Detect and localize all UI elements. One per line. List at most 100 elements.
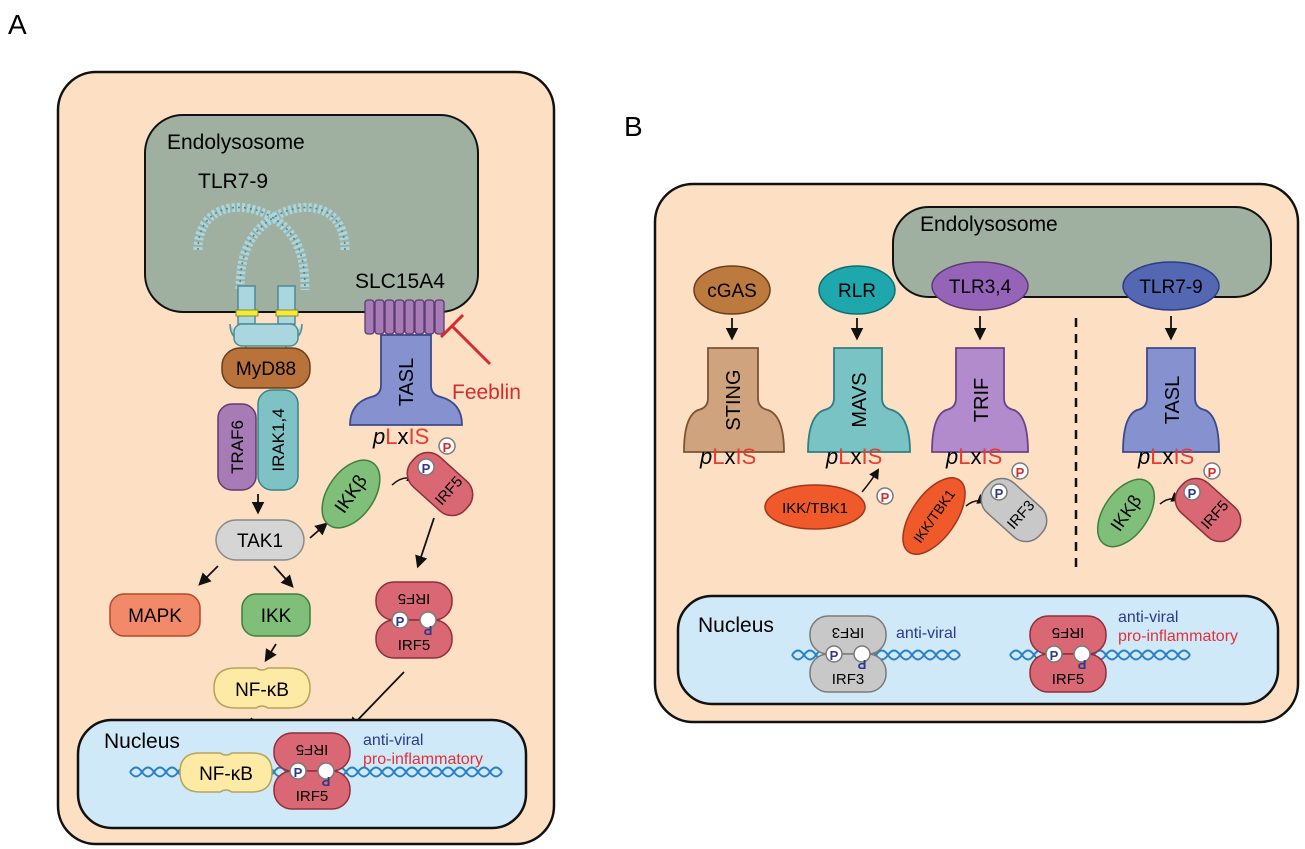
nucleus-b-label: Nucleus xyxy=(698,614,774,637)
feeblin-inhibition xyxy=(439,313,492,366)
tlr79-a-label: TLR7-9 xyxy=(198,170,268,193)
sting-label: STING xyxy=(723,369,745,430)
motif-mavs: pLxIS xyxy=(825,444,882,469)
myd88-label: MyD88 xyxy=(236,359,296,380)
irak xyxy=(257,389,299,491)
nfkb-cyto-label: NF-κB xyxy=(235,680,289,701)
ikkb-a xyxy=(321,459,381,529)
tlr-stalks xyxy=(229,285,303,348)
antiviral-a: anti-viral xyxy=(363,732,423,749)
svg-text:IRF5: IRF5 xyxy=(1052,671,1085,688)
tasl-b-label: TASL xyxy=(1162,376,1184,425)
tak1 xyxy=(215,519,305,561)
endolysosome-a xyxy=(144,114,479,313)
cgas-label: cGAS xyxy=(707,281,757,302)
svg-text:P: P xyxy=(995,486,1004,501)
nfkb-cyto xyxy=(213,667,311,709)
svg-text:P: P xyxy=(1050,648,1059,663)
motif-tasl-b: pLxIS xyxy=(1137,444,1194,469)
tasl-a-label: TASL xyxy=(396,358,418,407)
feeblin-label: Feeblin xyxy=(452,381,521,404)
cell-b xyxy=(653,182,1300,724)
irf5-dimer-nucleus: IRF5 IRF5 P P xyxy=(273,732,351,810)
tak1-label: TAK1 xyxy=(237,531,283,552)
svg-text:IRF5: IRF5 xyxy=(398,590,431,607)
svg-text:P: P xyxy=(321,774,330,789)
phospho-mavs: P xyxy=(876,487,894,505)
svg-text:IRF5: IRF5 xyxy=(296,788,329,805)
tlr79-b xyxy=(1122,261,1220,311)
ikk-tbk1-trif xyxy=(902,477,966,555)
traf6 xyxy=(217,403,257,491)
endolysosome-b-label: Endolysosome xyxy=(920,213,1058,236)
svg-text:P: P xyxy=(857,657,866,672)
irak-label: IRAK1,4 xyxy=(269,408,288,471)
trif xyxy=(931,347,1029,453)
svg-text:P: P xyxy=(423,623,432,638)
irf3-dimer-nucleus: IRF3 IRF3 P P xyxy=(809,615,887,693)
ikk-a xyxy=(241,593,311,637)
nucleus-b xyxy=(676,594,1280,706)
antiviral-b-irf5: anti-viral xyxy=(1118,609,1178,626)
proinflammatory-b: pro-inflammatory xyxy=(1118,628,1238,645)
tlr-receptor-coil xyxy=(193,203,350,291)
tlr34 xyxy=(931,261,1029,311)
rlr-label: RLR xyxy=(838,281,876,302)
panel-b-letter: B xyxy=(624,111,643,142)
arrow-tak1-mapk xyxy=(198,565,219,586)
phospho-a-1: P xyxy=(438,437,456,455)
panel-a-letter: A xyxy=(8,9,27,40)
tasl-b xyxy=(1122,347,1220,453)
svg-text:P: P xyxy=(294,765,303,780)
svg-text:IRF5: IRF5 xyxy=(398,637,431,654)
motif-a: pLxIS xyxy=(372,424,429,449)
tlr79-b-label: TLR7-9 xyxy=(1139,277,1202,298)
ikk-tbk1-mavs xyxy=(764,484,866,530)
cgas xyxy=(693,265,771,315)
mavs-label: MAVS xyxy=(849,372,871,427)
ikk-a-label: IKK xyxy=(261,606,292,627)
sting xyxy=(683,347,785,453)
phospho-irf3-1: P xyxy=(1011,462,1029,480)
arrow-ikk-nfkb xyxy=(264,643,277,663)
proinflammatory-a: pro-inflammatory xyxy=(363,751,483,768)
arrow-tbk1-mavs xyxy=(861,468,880,493)
mapk xyxy=(109,593,201,637)
rlr xyxy=(818,265,896,315)
mapk-label: MAPK xyxy=(128,606,182,627)
endolysosome-a-label: Endolysosome xyxy=(167,131,305,154)
arrow-tak1-ikkb xyxy=(309,522,328,539)
svg-text:P: P xyxy=(422,461,431,476)
myd88 xyxy=(221,347,311,389)
tasl-a xyxy=(349,334,463,426)
nfkb-nucleus xyxy=(179,752,273,793)
svg-text:P: P xyxy=(1016,465,1025,480)
svg-text:P: P xyxy=(881,490,890,505)
svg-text:P: P xyxy=(396,614,405,629)
arrow-irf5-nucleus xyxy=(348,671,405,730)
arrow-tak1-ikk xyxy=(273,565,294,588)
slc15a4-transporter xyxy=(364,299,445,335)
svg-text:IRF5: IRF5 xyxy=(296,741,329,758)
antiviral-b-irf3: anti-viral xyxy=(896,625,956,642)
nucleus-a-label: Nucleus xyxy=(104,730,180,753)
trif-label: TRIF xyxy=(971,378,993,422)
nfkb-nucleus-label: NF-κB xyxy=(199,764,253,785)
svg-text:P: P xyxy=(1188,486,1197,501)
motif-sting: pLxIS xyxy=(699,444,756,469)
svg-text:P: P xyxy=(443,440,452,455)
svg-text:IRF5: IRF5 xyxy=(1052,624,1085,641)
arrow-irf5-dimer xyxy=(415,517,435,569)
svg-text:P: P xyxy=(1077,657,1086,672)
slc15a4-label: SLC15A4 xyxy=(355,270,445,293)
ikk-tbk1-mavs-label: IKK/TBK1 xyxy=(782,500,848,517)
phospho-irf5-b-1: P xyxy=(1203,462,1221,480)
phospho-irf5-b-2: P xyxy=(1183,483,1201,501)
tlr34-label: TLR3,4 xyxy=(949,277,1012,298)
traf6-label: TRAF6 xyxy=(228,420,247,474)
motif-trif: pLxIS xyxy=(945,444,1002,469)
ikkb-b xyxy=(1096,478,1156,548)
svg-text:IRF3: IRF3 xyxy=(832,671,865,688)
svg-text:IRF3: IRF3 xyxy=(832,624,865,641)
